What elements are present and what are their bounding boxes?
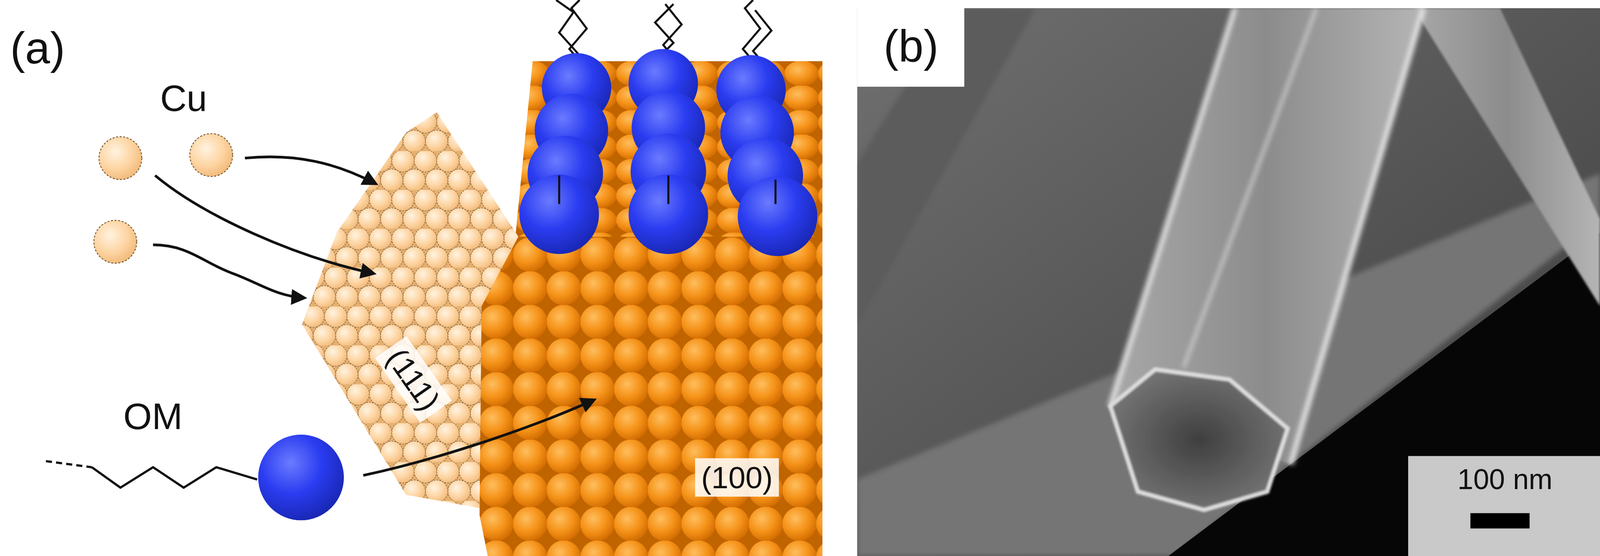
panel-letter: (a)	[9, 25, 65, 71]
scale-bar-label: 100 nm	[1457, 465, 1553, 494]
ligand-label: OM	[123, 398, 183, 435]
facet-label: (100)	[695, 458, 779, 498]
panel-letter: (b)	[883, 23, 939, 69]
atom-label: Cu	[160, 79, 208, 117]
